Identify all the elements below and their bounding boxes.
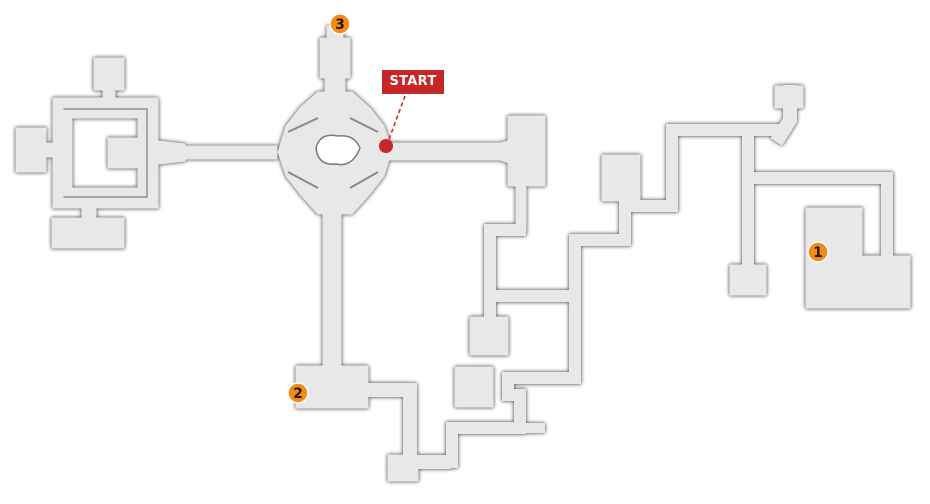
- left-ring-corridor: [52, 97, 159, 209]
- start-position-dot-icon: [379, 139, 393, 153]
- hub-wall-se: [349, 171, 379, 189]
- east-corridor-b: [742, 172, 893, 268]
- left-inner-ring-corridor: [63, 109, 147, 197]
- marker-3-number: 3: [335, 17, 345, 33]
- marker-1: 1: [807, 241, 829, 263]
- left-west-connector: [43, 142, 61, 158]
- left-west-room: [15, 127, 47, 173]
- east-corridor: [387, 139, 513, 165]
- marker-3: 3: [329, 13, 351, 35]
- numbered-circle-icon: [287, 382, 309, 404]
- south-corridor: [322, 211, 342, 371]
- hub-center-pillar: [315, 134, 361, 166]
- start-label: START: [382, 70, 444, 94]
- maze-room-north: [601, 154, 641, 202]
- west-corridor-flare: [149, 139, 186, 166]
- east-small-room: [729, 264, 767, 296]
- hub-wall-nw: [287, 117, 319, 133]
- marker-1-number: 1: [813, 245, 823, 261]
- hub-wall-sw: [287, 171, 319, 189]
- start-pointer-line: [387, 95, 406, 143]
- maze-room-upper: [469, 316, 509, 356]
- south-bottom-room: [387, 454, 419, 482]
- hub-interior: [287, 117, 379, 189]
- map-floor-plan: [15, 25, 911, 482]
- east-north-room: [774, 85, 804, 109]
- marker-2: 2: [287, 382, 309, 404]
- numbered-circle-icon: [329, 13, 351, 35]
- room-2-south-corridor: [359, 383, 451, 469]
- room-1-annex: [859, 255, 911, 309]
- left-inner-room: [107, 137, 139, 169]
- numbered-circle-icon: [807, 241, 829, 263]
- maze-corridor-c: [569, 124, 786, 302]
- marker-2-number: 2: [293, 386, 303, 402]
- maze-room-lower: [454, 366, 494, 408]
- left-bottom-connector: [81, 201, 97, 221]
- maze-corridor-b: [484, 290, 581, 384]
- east-tall-room: [507, 115, 546, 187]
- hub-north-passage: [324, 75, 346, 97]
- left-top-connector: [102, 87, 116, 105]
- hub-wall-ne: [349, 117, 379, 133]
- east-room-connector: [515, 183, 527, 231]
- north-room-3: [319, 37, 351, 79]
- left-bottom-room: [51, 217, 125, 249]
- maze-corridor-d: [446, 372, 526, 468]
- left-top-room: [93, 57, 125, 91]
- maze-corridor-a: [484, 224, 526, 346]
